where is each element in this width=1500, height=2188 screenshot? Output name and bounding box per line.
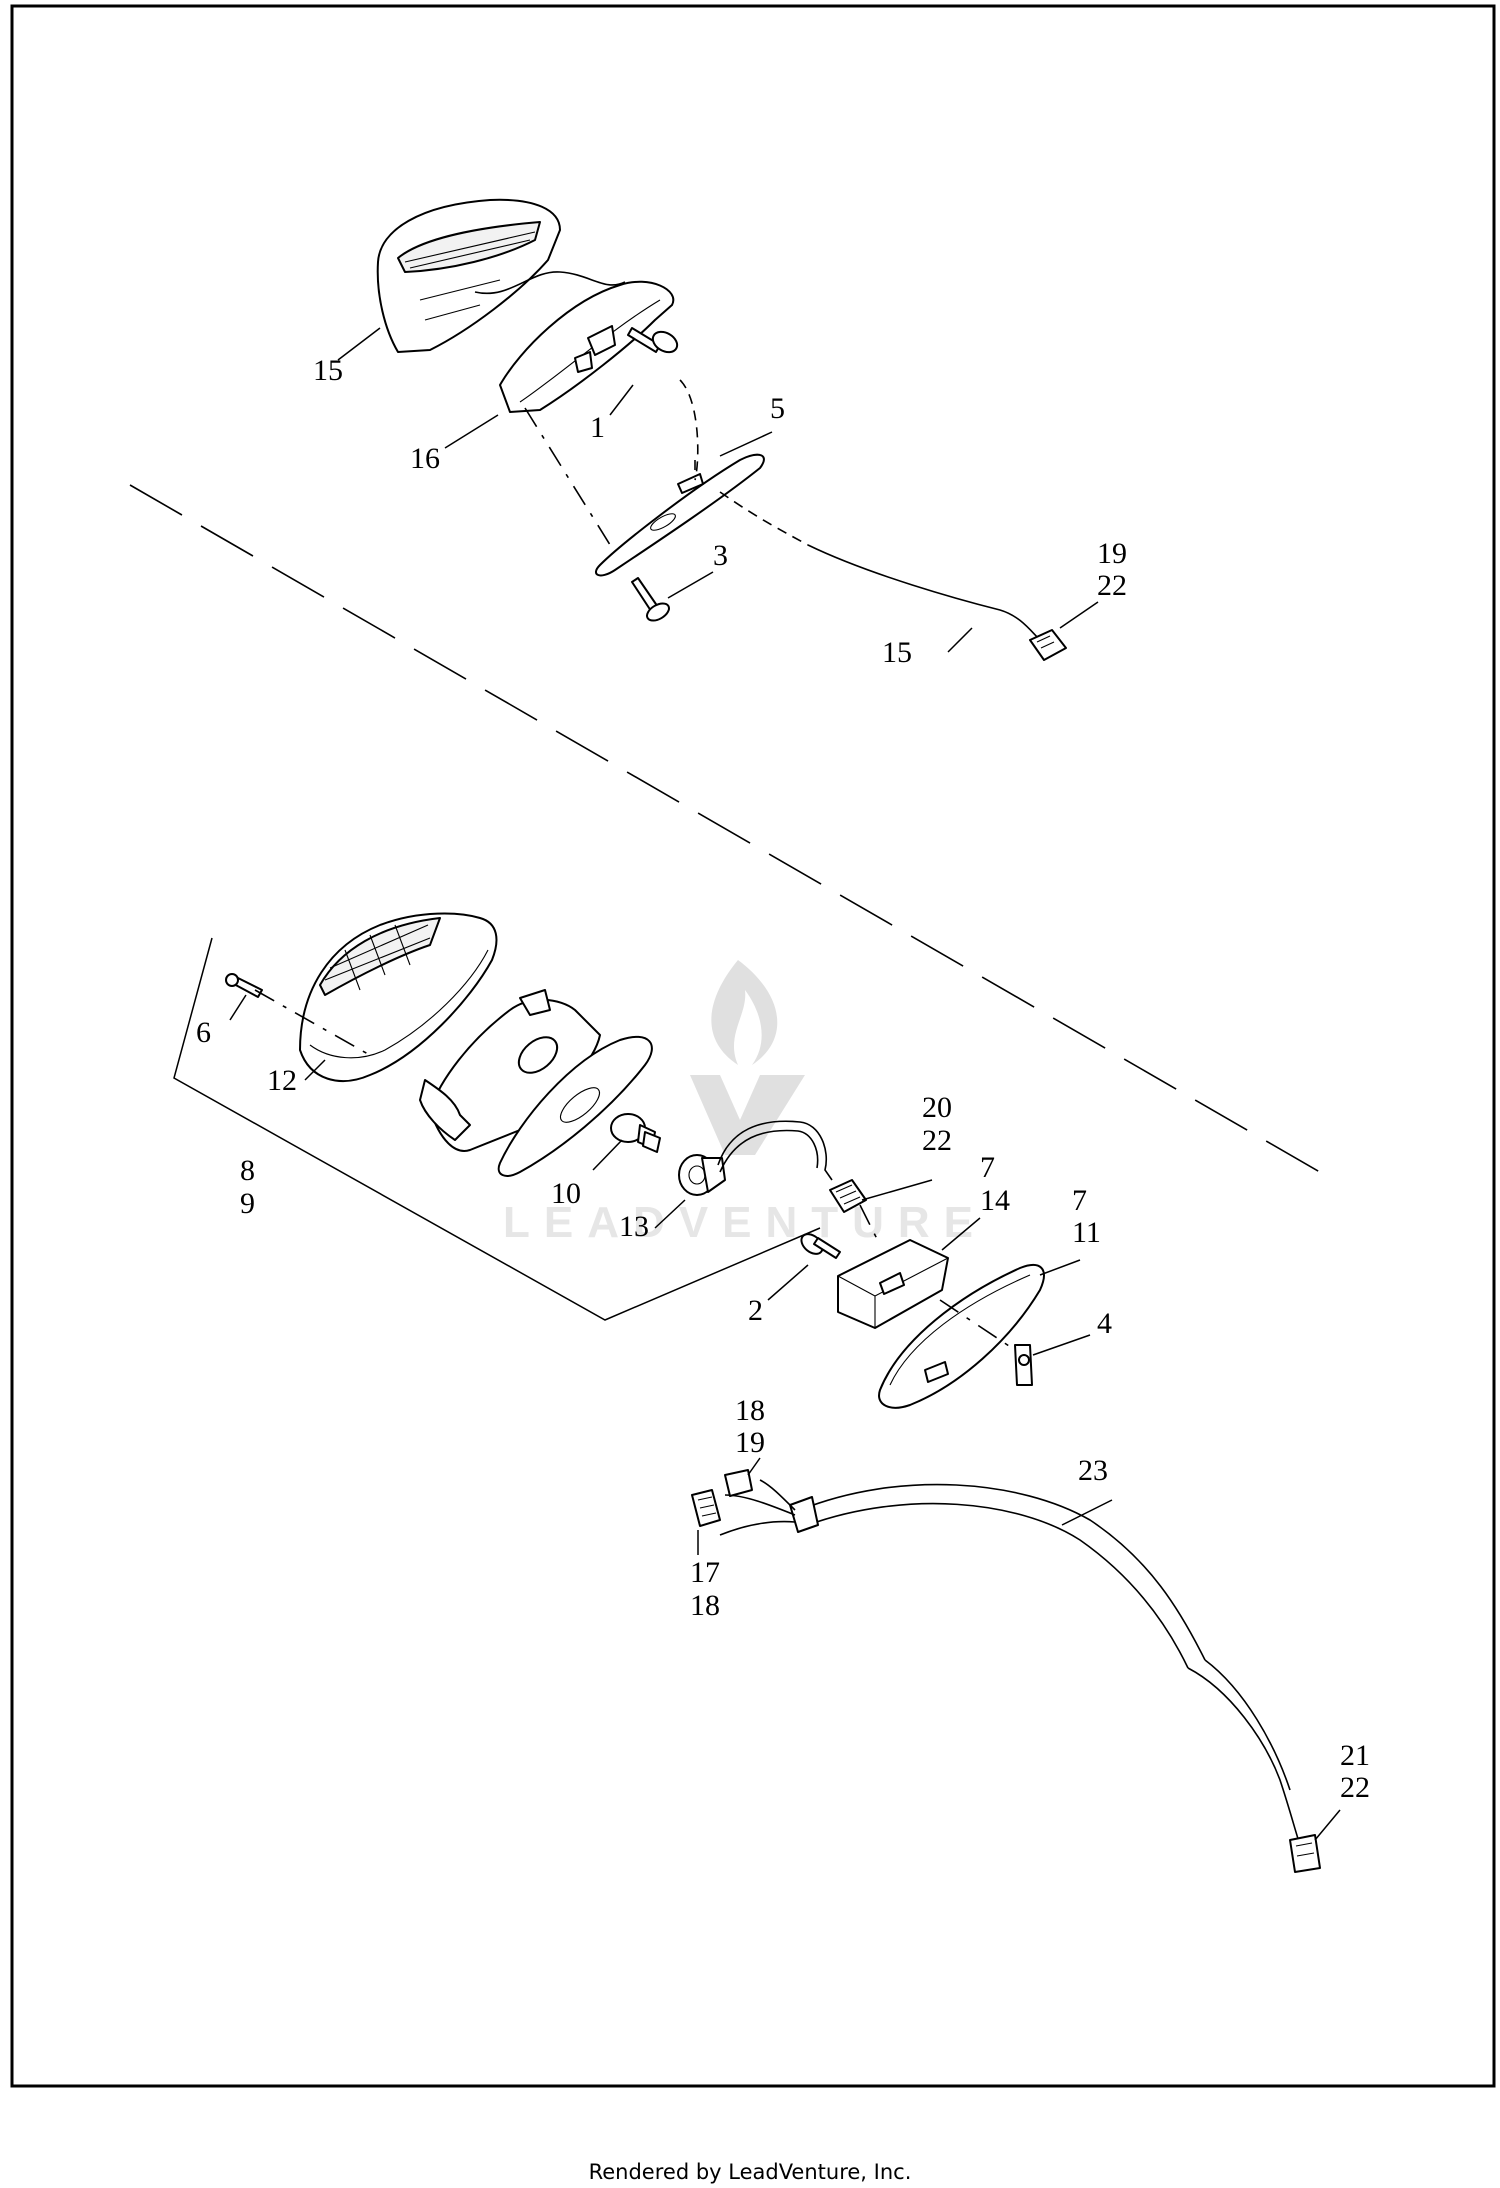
screw-part-1: [627, 327, 679, 354]
connector-part-21: [1289, 1834, 1321, 1873]
callout-20: 20: [922, 1091, 952, 1124]
callout-9: 9: [240, 1187, 255, 1220]
callout-8: 8: [240, 1154, 255, 1187]
bulb-part-10: [610, 1113, 661, 1153]
gasket-part-5: [595, 453, 765, 577]
callout-7-b: 7: [1072, 1184, 1087, 1217]
callout-22-upper: 22: [1097, 569, 1127, 602]
upper-housing-part-16: [499, 280, 675, 413]
socket-part-13: [678, 1154, 726, 1196]
callout-18-lower: 18: [690, 1589, 720, 1622]
circuit-board-part-14: [837, 1239, 949, 1329]
socket-wire-2: [719, 1129, 819, 1173]
gasket-lower: [497, 1035, 653, 1177]
footer-credit: Rendered by LeadVenture, Inc.: [588, 2160, 912, 2184]
upper-dash-line-b: [679, 379, 699, 481]
callout-15-lower: 15: [882, 636, 912, 669]
upper-wire-lead: [807, 544, 1041, 641]
upper-wire-dashed: [719, 491, 809, 546]
callout-16: 16: [410, 442, 440, 475]
callout-6: 6: [196, 1016, 211, 1049]
callout-22-mid: 22: [922, 1124, 952, 1157]
harness-part-23: [719, 1479, 1301, 1846]
lower-dash-b: [859, 1204, 881, 1246]
screw-part-3: [631, 577, 670, 622]
callout-1: 1: [590, 411, 605, 444]
kit-bracket: [173, 937, 821, 1321]
callout-3: 3: [713, 539, 728, 572]
pin-part-6: [225, 973, 263, 998]
callout-19-lower: 19: [735, 1426, 765, 1459]
connector-part-18: [724, 1469, 753, 1497]
callout-11: 11: [1072, 1216, 1101, 1249]
callout-2: 2: [748, 1294, 763, 1327]
nut-part-4: [1014, 1344, 1033, 1386]
callout-5: 5: [770, 392, 785, 425]
callout-23: 23: [1078, 1454, 1108, 1487]
upper-connector: [1029, 629, 1067, 661]
connector-part-17: [691, 1489, 721, 1527]
lower-dash-c: [939, 1299, 1016, 1351]
callout-15-upper: 15: [313, 354, 343, 387]
lens-part-11: [878, 1263, 1045, 1409]
socket-wire: [717, 1120, 833, 1181]
watermark-text: LEADVENTURE: [503, 1198, 987, 1247]
callout-4: 4: [1097, 1307, 1112, 1340]
watermark-logo: [690, 960, 805, 1155]
section-divider-line: [129, 484, 1326, 1176]
housing-socket-part: [419, 989, 601, 1152]
upper-wire: [474, 271, 626, 295]
callout-17: 17: [690, 1556, 720, 1589]
lens-part-12: [299, 912, 498, 1083]
screw-part-2: [800, 1233, 841, 1259]
callout-21: 21: [1340, 1739, 1370, 1772]
callout-19-upper: 19: [1097, 537, 1127, 570]
upper-lens-part-15: [376, 198, 561, 353]
callout-10: 10: [551, 1177, 581, 1210]
connector-part-20: [829, 1179, 867, 1213]
callout-12: 12: [267, 1064, 297, 1097]
callout-13: 13: [619, 1210, 649, 1243]
leader-lines: [229, 327, 1341, 1841]
callout-14: 14: [980, 1184, 1010, 1217]
callout-22-lower: 22: [1340, 1771, 1370, 1804]
callout-18-upper: 18: [735, 1394, 765, 1427]
diagram-frame: [10, 4, 1496, 2088]
callout-7-a: 7: [980, 1151, 995, 1184]
